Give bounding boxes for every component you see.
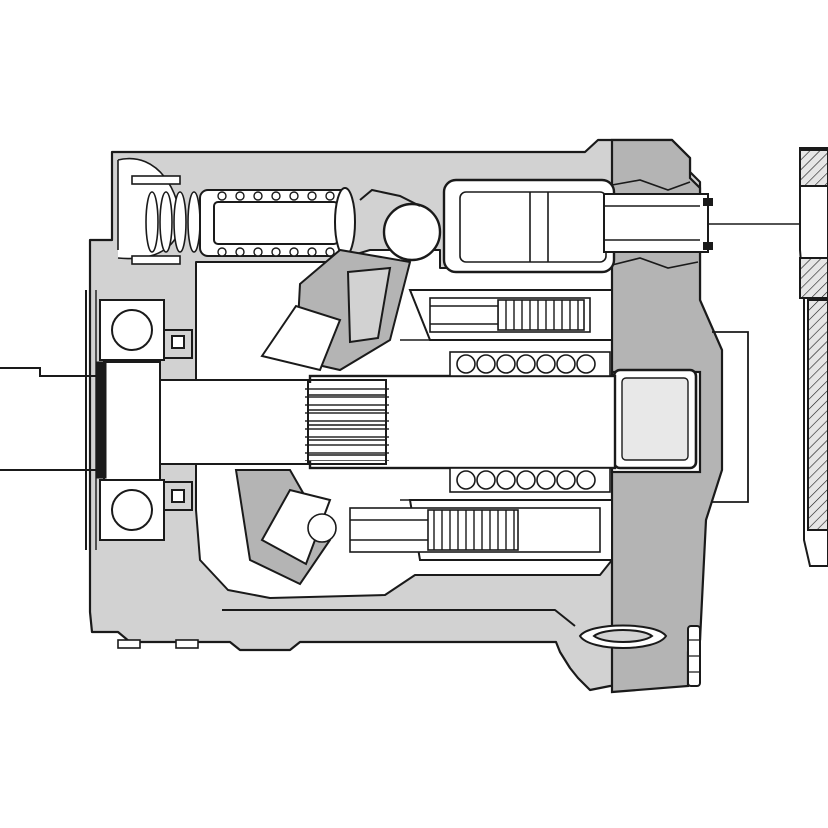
shaft-seal xyxy=(85,290,107,550)
control-piston xyxy=(442,178,800,274)
shaft-bearing-front xyxy=(99,299,193,361)
center-spring xyxy=(449,351,611,493)
housing-lugs xyxy=(117,639,199,649)
spline-coupling xyxy=(305,379,389,465)
upper-piston xyxy=(429,297,591,333)
adapter-flange xyxy=(799,147,828,567)
swashplate xyxy=(234,248,412,586)
stroking-piston xyxy=(199,187,442,262)
lower-piston xyxy=(307,507,601,553)
mounting-bolt xyxy=(578,624,701,687)
shaft-bearing-rear xyxy=(99,479,193,541)
stroking-spring xyxy=(117,157,215,265)
